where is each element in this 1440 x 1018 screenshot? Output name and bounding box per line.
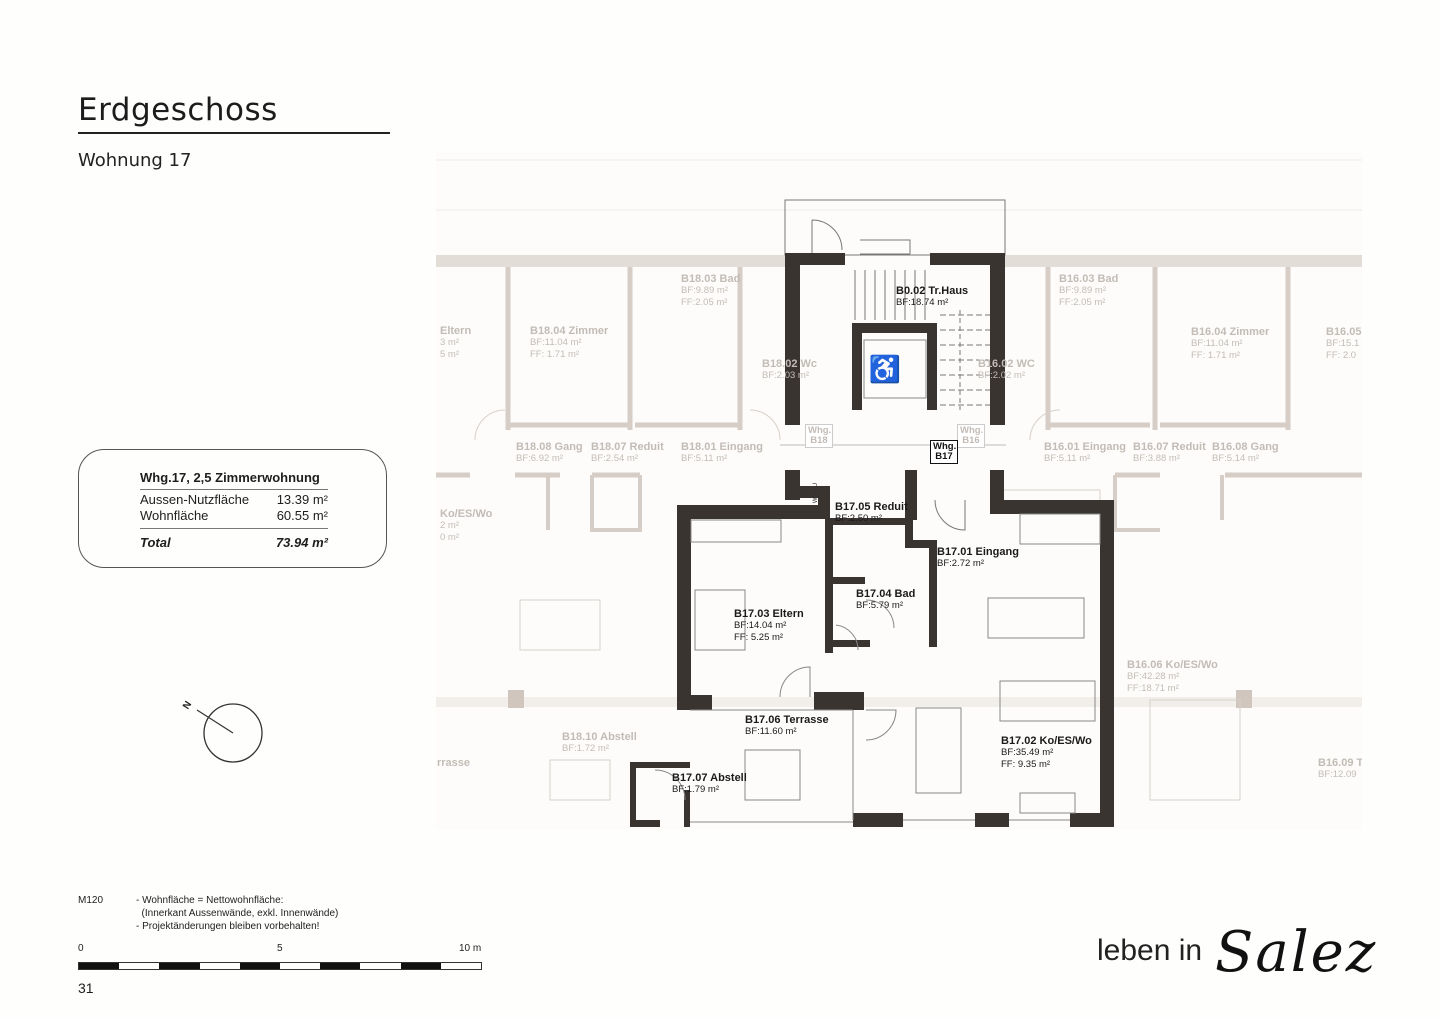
washer-dryer-label: WM/TU <box>813 482 820 504</box>
summary-heading: Whg.17, 2,5 Zimmerwohnung <box>140 470 328 490</box>
north-compass-icon <box>196 703 263 763</box>
note-line: - Wohnfläche = Nettowohnfläche: <box>136 895 284 906</box>
area-summary-box: Whg.17, 2,5 Zimmerwohnung Aussen-Nutzflä… <box>78 449 387 568</box>
note-line: (Innerkant Aussenwände, exkl. Innenwände… <box>136 908 339 919</box>
neighbour-room-label: rrasse <box>437 757 471 769</box>
apartment-fixtures <box>654 339 1101 823</box>
summary-row: Wohnfläche 60.55 m² <box>140 508 328 523</box>
total-label: Total <box>140 535 171 550</box>
title-divider <box>78 132 390 134</box>
page-number: 31 <box>78 980 94 996</box>
walls <box>630 253 1114 827</box>
summary-label: Aussen-Nutzfläche <box>140 492 250 507</box>
neighbour-plan-background <box>436 152 1362 830</box>
apartment-tag-b17: Whg. B17 <box>930 440 958 464</box>
note-line: - Projektänderungen bleiben vorbehalten! <box>136 921 320 932</box>
page-subtitle: Wohnung 17 <box>78 150 192 171</box>
summary-value: 13.39 m² <box>276 492 328 507</box>
total-value: 73.94 m² <box>275 535 328 550</box>
scale-ratio: M120 <box>78 895 104 906</box>
summary-label: Wohnfläche <box>140 508 209 523</box>
page-title: Erdgeschoss <box>78 92 278 128</box>
wheelchair-lift-icon: ♿ <box>869 354 901 384</box>
scale-tick-label: 5 <box>277 943 283 954</box>
summary-row: Aussen-Nutzfläche 13.39 m² <box>140 492 328 507</box>
scale-tick-label: 10 m <box>459 943 482 954</box>
scale-tick-label: 0 <box>78 943 84 954</box>
logo-text: leben in <box>1097 934 1203 967</box>
apartment-tag-b16: Whg. B16 <box>957 424 985 448</box>
apartment-tag-b18: Whg. B18 <box>805 424 833 448</box>
logo-script: Salez <box>1215 920 1378 985</box>
summary-value: 60.55 m² <box>276 508 328 523</box>
scale-bar <box>78 962 482 970</box>
summary-total: Total 73.94 m² <box>140 528 328 550</box>
